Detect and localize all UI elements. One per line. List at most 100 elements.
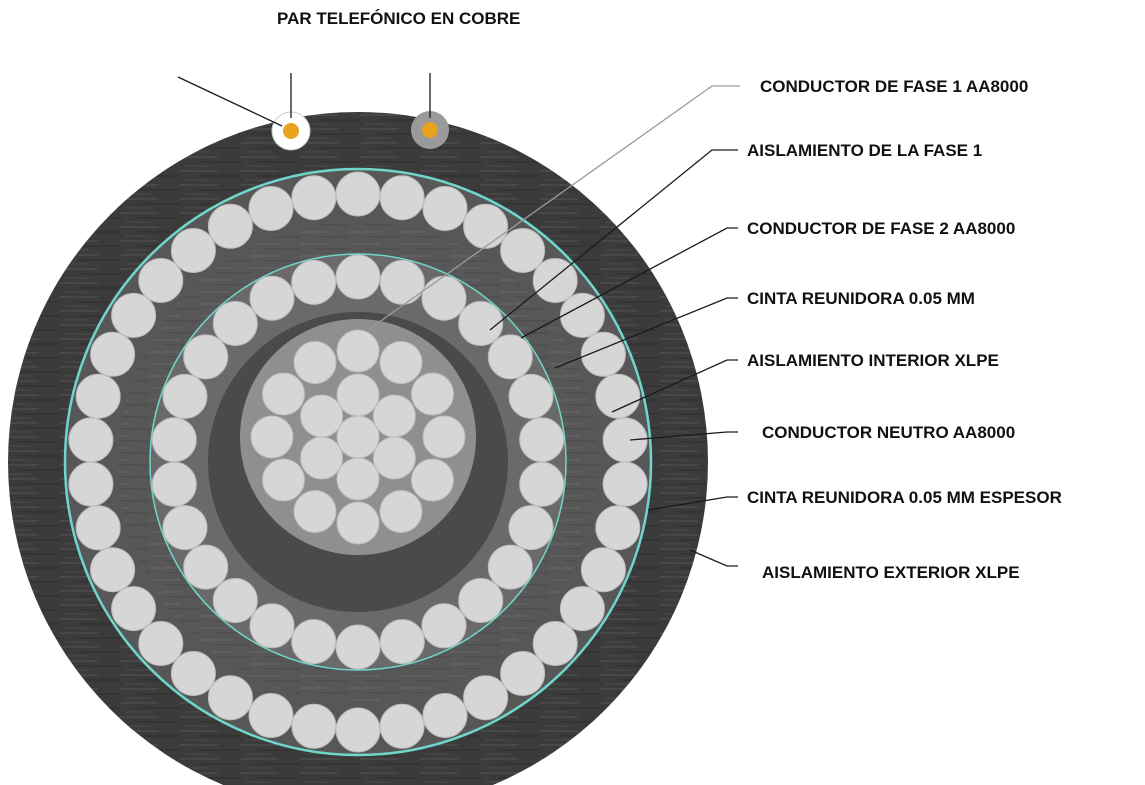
phase2-strand — [487, 334, 533, 380]
neutral-strand — [68, 417, 114, 463]
phase2-strand — [421, 275, 467, 321]
neutral-strand — [335, 707, 381, 753]
neutral-strand — [335, 171, 381, 217]
label-conductor-fase-1: CONDUCTOR DE FASE 1 AA8000 — [760, 77, 1028, 96]
neutral-strand — [75, 373, 121, 419]
phase2-strand — [249, 603, 295, 649]
neutral-strand — [580, 547, 626, 593]
neutral-strand — [463, 675, 509, 721]
label-cinta-reunidora: CINTA REUNIDORA 0.05 MM — [747, 289, 975, 308]
copper-core-icon — [283, 123, 299, 139]
neutral-strand — [68, 461, 114, 507]
phase1-strand — [293, 341, 337, 384]
label-cinta-reunidora-espesor: CINTA REUNIDORA 0.05 MM ESPESOR — [747, 488, 1062, 507]
phase2-strand — [487, 544, 533, 590]
phase1-strand — [293, 490, 337, 533]
neutral-strand — [90, 547, 136, 593]
phase2-strand — [212, 301, 258, 346]
phase2-strand — [335, 624, 381, 670]
leader-aisl-ext — [689, 549, 738, 567]
phase2-strand — [151, 461, 197, 507]
neutral-strand — [90, 331, 136, 377]
leader-par-left — [177, 76, 283, 127]
label-aislamiento-exterior: AISLAMIENTO EXTERIOR XLPE — [762, 563, 1020, 582]
neutral-strand — [559, 292, 605, 338]
phase2-strand — [508, 373, 554, 419]
leader-cinta2 — [647, 496, 738, 511]
phase2-strand — [458, 301, 504, 346]
phase2-strand — [291, 259, 337, 305]
phase2-strand — [508, 505, 554, 551]
label-conductor-neutro: CONDUCTOR NEUTRO AA8000 — [762, 423, 1015, 442]
phase2-strand — [162, 373, 208, 419]
phase2-strand — [519, 461, 565, 507]
phase1-strand — [336, 373, 380, 417]
label-aislamiento-fase-1: AISLAMIENTO DE LA FASE 1 — [747, 141, 982, 160]
neutral-strand — [500, 651, 546, 696]
neutral-strand — [111, 292, 157, 338]
label-par-telefonico: PAR TELEFÓNICO EN COBRE — [277, 9, 520, 28]
phase2-strand — [249, 275, 295, 321]
copper-core-icon — [422, 122, 438, 138]
phase1-strand — [379, 341, 423, 384]
neutral-strand — [595, 373, 641, 419]
neutral-strand — [595, 505, 641, 551]
phase2-strand — [183, 544, 229, 590]
phase2-strand — [162, 505, 208, 551]
neutral-strand — [248, 693, 294, 738]
phase1-strand — [336, 415, 380, 459]
phase2-strand — [421, 603, 467, 649]
neutral-strand — [422, 693, 468, 738]
phase2-strand — [379, 259, 425, 305]
neutral-strand — [170, 651, 216, 696]
neutral-strand — [207, 203, 253, 249]
leader-lines — [177, 73, 740, 567]
phase2-strand — [212, 578, 258, 623]
phase2-strand — [291, 619, 337, 665]
neutral-strand — [291, 703, 337, 749]
leader-fase2 — [520, 227, 738, 339]
phase1-strand — [300, 394, 344, 438]
neutral-strand — [75, 505, 121, 551]
neutral-strand — [138, 621, 184, 666]
conductor-strands — [68, 171, 648, 753]
neutral-strand — [422, 186, 468, 231]
neutral-strand — [500, 228, 546, 273]
phase1-strand — [372, 436, 416, 480]
phase1-strand — [411, 372, 454, 416]
leader-cinta1 — [554, 297, 738, 369]
telephone-pair — [271, 111, 449, 151]
phase2-strand — [379, 619, 425, 665]
phase2-strand — [183, 334, 229, 380]
neutral-strand — [291, 175, 337, 221]
leader-aisl-fase1 — [489, 149, 738, 331]
neutral-strand — [463, 203, 509, 249]
phase2-strand — [458, 578, 504, 623]
phase1-strand — [300, 436, 344, 480]
phase1-strand — [336, 501, 380, 545]
neutral-strand — [602, 461, 648, 507]
phase1-strand — [262, 372, 305, 416]
neutral-strand — [138, 258, 184, 303]
label-aislamiento-interior: AISLAMIENTO INTERIOR XLPE — [747, 351, 999, 370]
phase1-strand — [411, 458, 454, 502]
neutral-strand — [379, 175, 425, 221]
phase1-strand — [250, 415, 294, 459]
phase2-strand — [335, 254, 381, 300]
phase1-strand — [336, 457, 380, 501]
neutral-strand — [559, 586, 605, 632]
phase2-strand — [519, 417, 565, 463]
neutral-strand — [248, 186, 294, 231]
neutral-strand — [111, 586, 157, 632]
phase1-strand — [372, 394, 416, 438]
leader-neutro — [629, 431, 738, 441]
neutral-strand — [602, 417, 648, 463]
phase1-strand — [379, 490, 423, 533]
leader-aisl-int — [611, 359, 738, 413]
neutral-strand — [532, 621, 578, 666]
neutral-strand — [379, 703, 425, 749]
neutral-strand — [170, 228, 216, 273]
phase1-strand — [262, 458, 305, 502]
